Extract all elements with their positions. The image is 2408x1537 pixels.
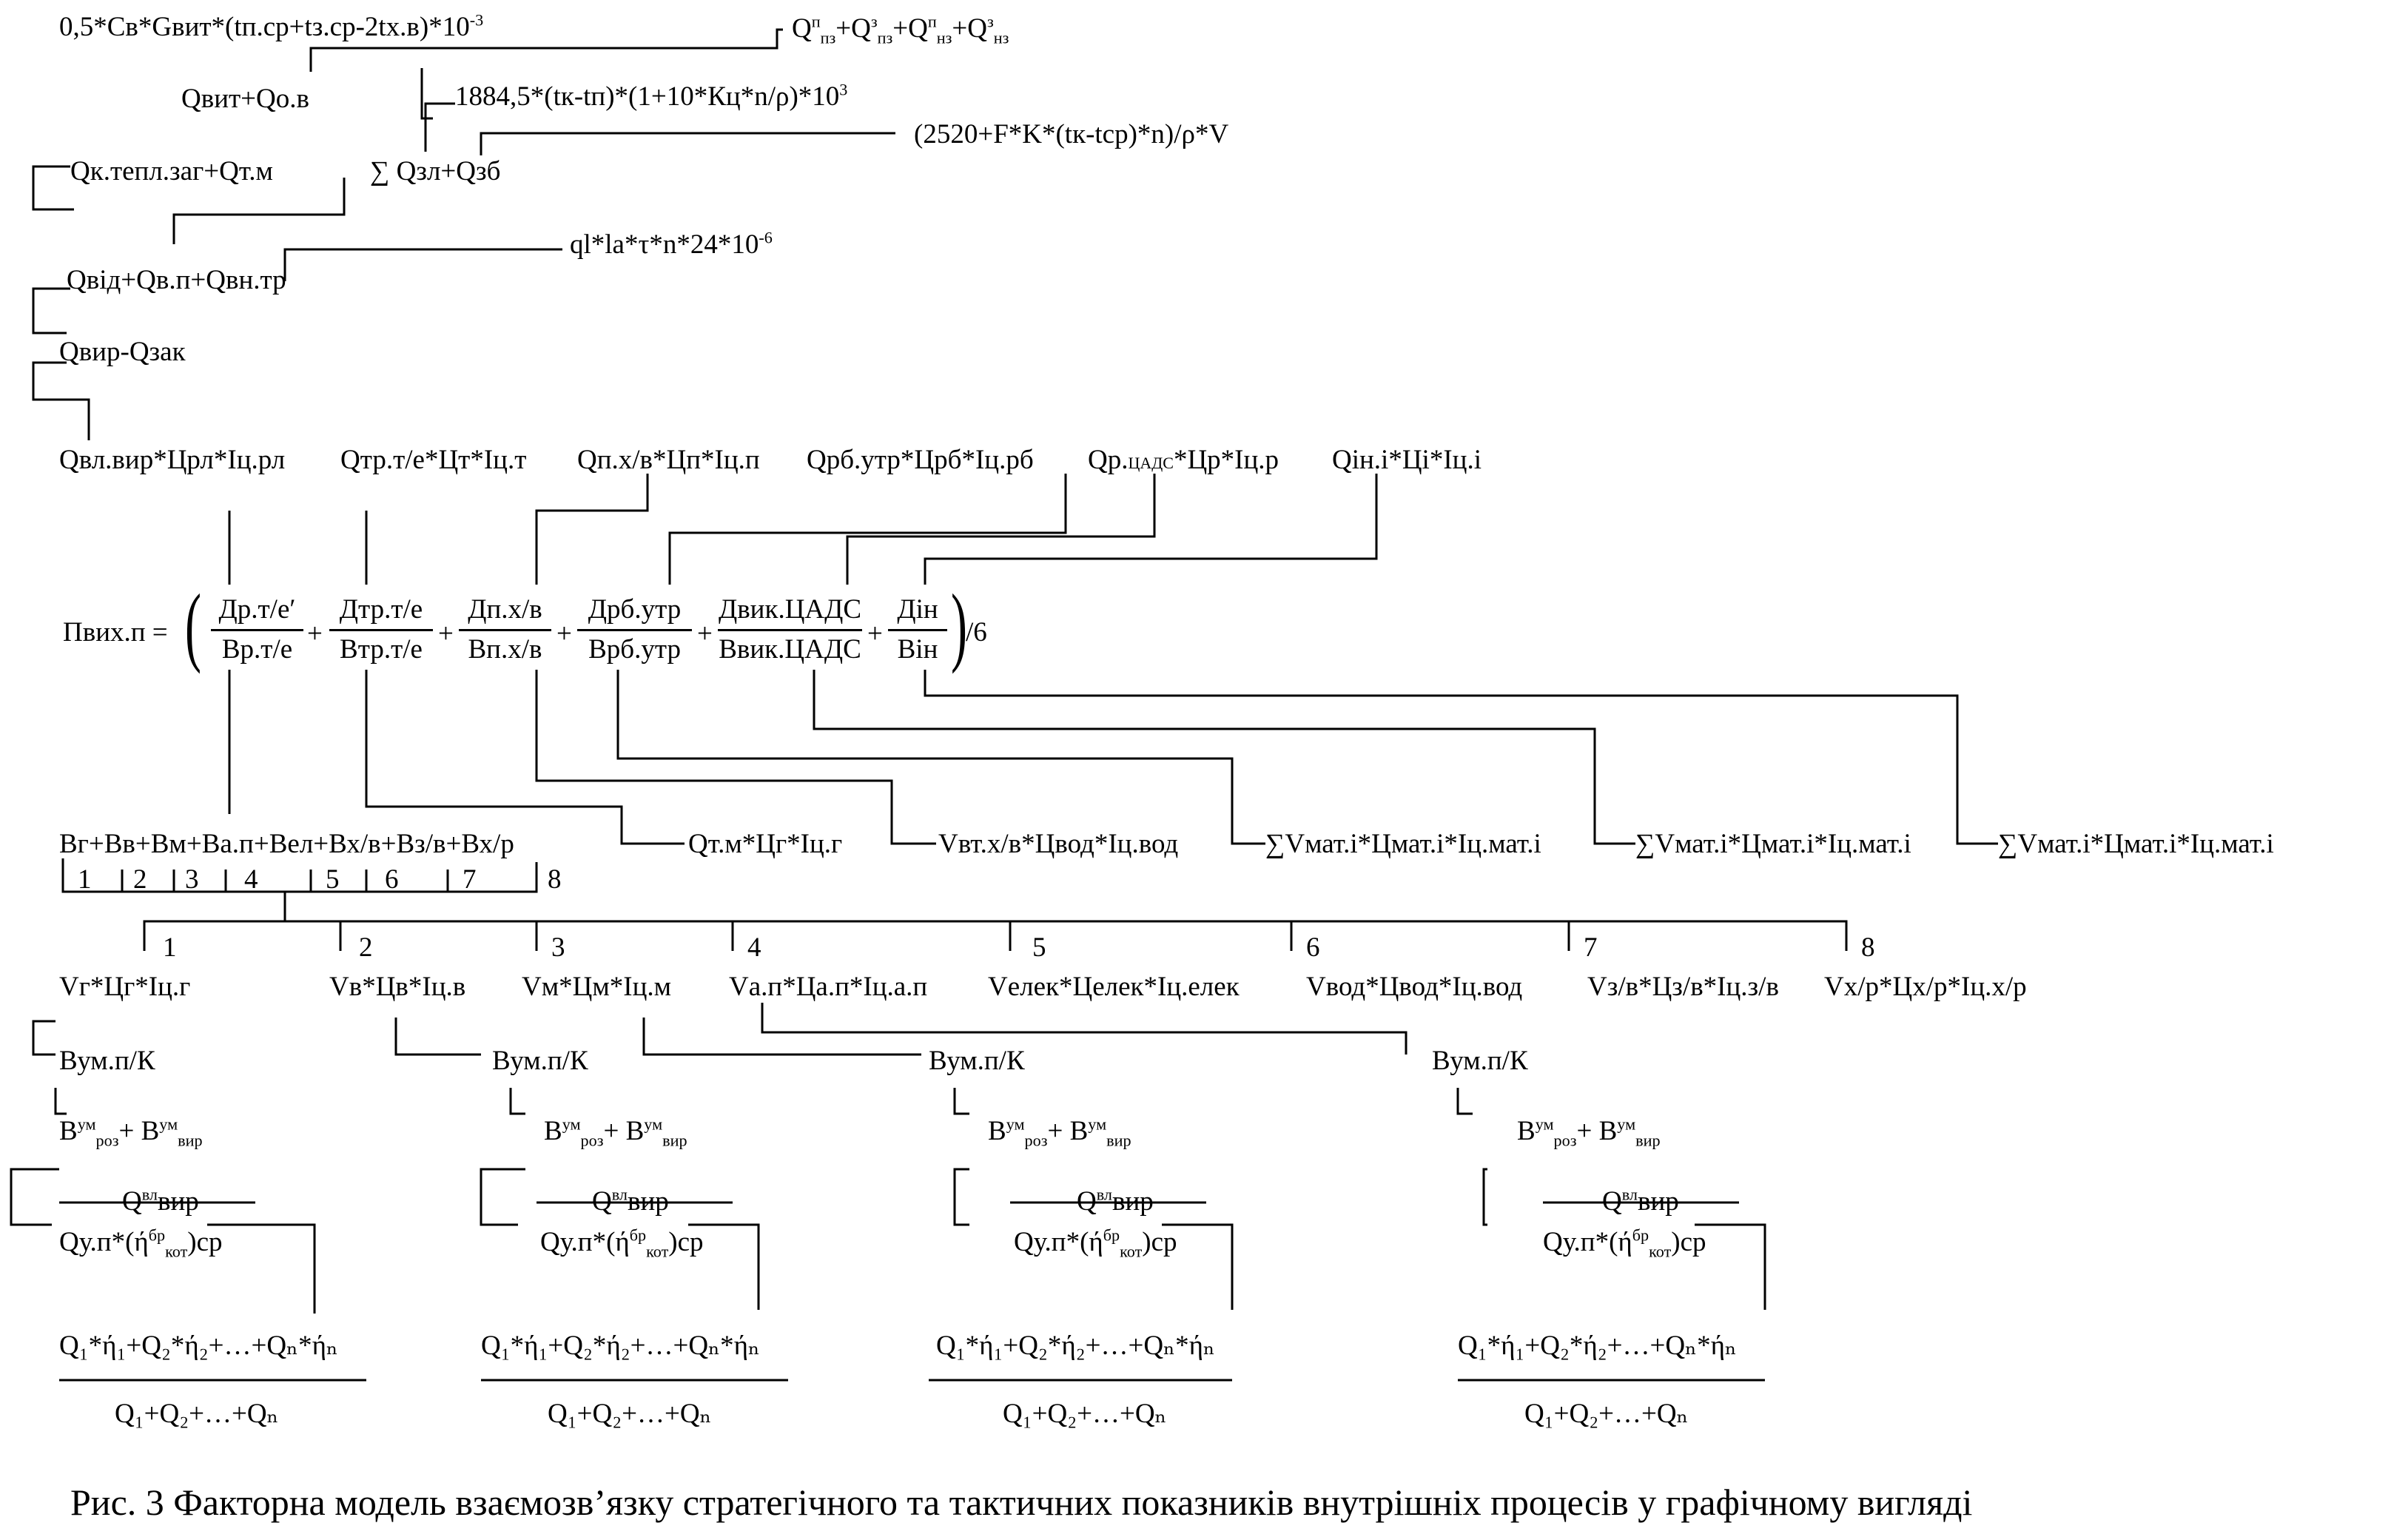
fraction-1-num: Др.т/е′ [218,594,296,625]
qvl-3: Qвлвир [1077,1185,1154,1217]
branch-num-1: 1 [163,932,177,963]
qup-2: Qу.п*(ήбркот)ср [540,1225,704,1261]
fraction-2-den: Втр.т/е [340,634,423,665]
fraction-6-den: Він [897,634,938,665]
eff-num-2: Q₁*ή₁+Q₂*ή₂+…+Qₙ*ήₙ [481,1331,760,1361]
index-6: 6 [385,864,399,895]
plus-1: + [307,619,323,649]
plus-3: + [556,619,572,649]
fraction-4-den: Врб.утр [588,634,681,665]
left-paren: ( [185,576,201,674]
sum-b: Вг+Вв+Вм+Ва.п+Вел+Вх/в+Вз/в+Вх/р [59,829,514,859]
branch-num-3: 3 [551,932,565,963]
qvl-1: Qвлвир [122,1185,199,1217]
qup-1: Qу.п*(ήбркот)ср [59,1225,223,1261]
qvl-4: Qвлвир [1602,1185,1679,1217]
branch-label-6: Vвод*Цвод*Іц.вод [1306,972,1523,1002]
qvl-2: Qвлвир [592,1185,669,1217]
formula-lhs: Пвих.п = [63,617,168,648]
branch-label-3: Vм*Цм*Іц.м [522,972,672,1002]
index-2: 2 [133,864,147,895]
fraction-1-den: Вр.т/е [221,634,293,665]
b-sum-3: Вумроз+ Вумвир [988,1114,1131,1150]
branch-label-5: Vелек*Целек*Іц.елек [988,972,1240,1002]
q-sum-norm: Qппз+Qзпз+Qпнз+Qзнз [792,12,1009,47]
fraction-2: Дтр.т/е Втр.т/е [329,596,433,663]
qvid: Qвід+Qв.п+Qвн.тр [67,265,286,295]
cost-vmat-2: ∑Vмат.і*Цмат.і*Іц.мат.і [1635,829,1911,859]
price-c1: Qвл.вир*Црл*Іц.рл [59,445,286,475]
b-sum-1: Вумроз+ Вумвир [59,1114,203,1150]
fraction-4: Дрб.утр Врб.утр [577,596,692,663]
index-1: 1 [78,864,92,895]
vum-2: Вум.п/К [492,1046,588,1076]
vum-3: Вум.п/К [929,1046,1025,1076]
fraction-6: Дін Він [888,596,947,663]
vum-4: Вум.п/К [1432,1046,1528,1076]
index-7: 7 [463,864,477,895]
fraction-5-num: Двик.ЦАДС [718,594,862,625]
right-paren: ) [951,576,967,674]
b-sum-2: Вумроз+ Вумвир [544,1114,687,1150]
cost-qtm: Qт.м*Цг*Іц.г [688,829,843,859]
vum-1: Вум.п/К [59,1046,155,1076]
branch-num-4: 4 [747,932,761,963]
price-c5: Qр.ЦАДС*Цр*Іц.р [1088,445,1279,475]
branch-num-5: 5 [1032,932,1046,963]
b-sum-4: Вумроз+ Вумвир [1517,1114,1661,1150]
qup-3: Qу.п*(ήбркот)ср [1014,1225,1177,1261]
eff-num-1: Q₁*ή₁+Q₂*ή₂+…+Qₙ*ήₙ [59,1331,338,1361]
cost-vmat-3: ∑Vмат.і*Цмат.і*Іц.мат.і [1998,829,2274,859]
formula-2520: (2520+F*K*(tк-tср)*n)/ρ*V [914,119,1229,149]
eff-den-1: Q₁+Q₂+…+Qₙ [115,1399,279,1429]
eff-num-4: Q₁*ή₁+Q₂*ή₂+…+Qₙ*ήₙ [1458,1331,1737,1361]
fraction-3-num: Дп.х/в [468,594,542,625]
fraction-2-num: Дтр.т/е [339,594,423,625]
branch-label-4: Vа.п*Ца.п*Іц.а.п [729,972,928,1002]
formula-ql: ql*la*τ*n*24*10-6 [570,228,773,260]
fraction-3: Дп.х/в Вп.х/в [459,596,551,663]
price-c3: Qп.х/в*Цп*Іц.п [577,445,760,475]
branch-label-8: Vх/р*Цх/р*Іц.х/р [1824,972,2027,1002]
fraction-4-num: Дрб.утр [588,594,682,625]
eff-den-3: Q₁+Q₂+…+Qₙ [1003,1399,1167,1429]
qvir: Qвир-Qзак [59,337,186,367]
eff-den-4: Q₁+Q₂+…+Qₙ [1524,1399,1689,1429]
branch-label-2: Vв*Цв*Іц.в [329,972,466,1002]
index-3: 3 [185,864,199,895]
eff-num-3: Q₁*ή₁+Q₂*ή₂+…+Qₙ*ήₙ [936,1331,1215,1361]
branch-num-7: 7 [1584,932,1598,963]
index-8: 8 [548,864,562,895]
fraction-6-num: Дін [897,594,938,625]
eff-den-2: Q₁+Q₂+…+Qₙ [548,1399,712,1429]
branch-num-2: 2 [359,932,373,963]
formula-water-heat: 0,5*Св*Gвит*(tп.ср+tз.ср-2tх.в)*10-3 [59,10,484,42]
fraction-1: Др.т/е′ Вр.т/е [211,596,303,663]
divide-six: /6 [966,617,987,648]
branch-label-7: Vз/в*Цз/в*Іц.з/в [1587,972,1779,1002]
branch-label-1: Vг*Цг*Іц.г [59,972,191,1002]
branch-num-6: 6 [1306,932,1320,963]
plus-4: + [697,619,713,649]
qup-4: Qу.п*(ήбркот)ср [1543,1225,1706,1261]
qk-tepl: Qк.тепл.заг+Qт.м [70,156,273,186]
price-c2: Qтр.т/е*Цт*Іц.т [340,445,527,475]
cost-vmat-1: ∑Vмат.і*Цмат.і*Іц.мат.і [1265,829,1541,859]
price-c6: Qін.і*Ці*Іц.і [1332,445,1482,475]
figure-caption: Рис. 3 Факторна модель взаємозв’язку стр… [70,1481,1973,1523]
fraction-5: Двик.ЦАДС Ввик.ЦАДС [718,596,862,663]
sum-qzl: ∑ Qзл+Qзб [370,156,501,186]
index-5: 5 [326,864,340,895]
index-4: 4 [244,864,258,895]
branch-num-8: 8 [1861,932,1875,963]
fraction-3-den: Вп.х/в [468,634,542,665]
fraction-5-den: Ввик.ЦАДС [719,634,861,665]
formula-1884: 1884,5*(tк-tп)*(1+10*Кц*n/ρ)*103 [455,80,848,112]
price-c4: Qрб.утр*Црб*Іц.рб [807,445,1034,475]
qvit-qov: Qвит+Qо.в [181,84,309,114]
plus-2: + [438,619,454,649]
cost-vvt: Vвт.х/в*Цвод*Іц.вод [938,829,1179,859]
plus-5: + [867,619,883,649]
